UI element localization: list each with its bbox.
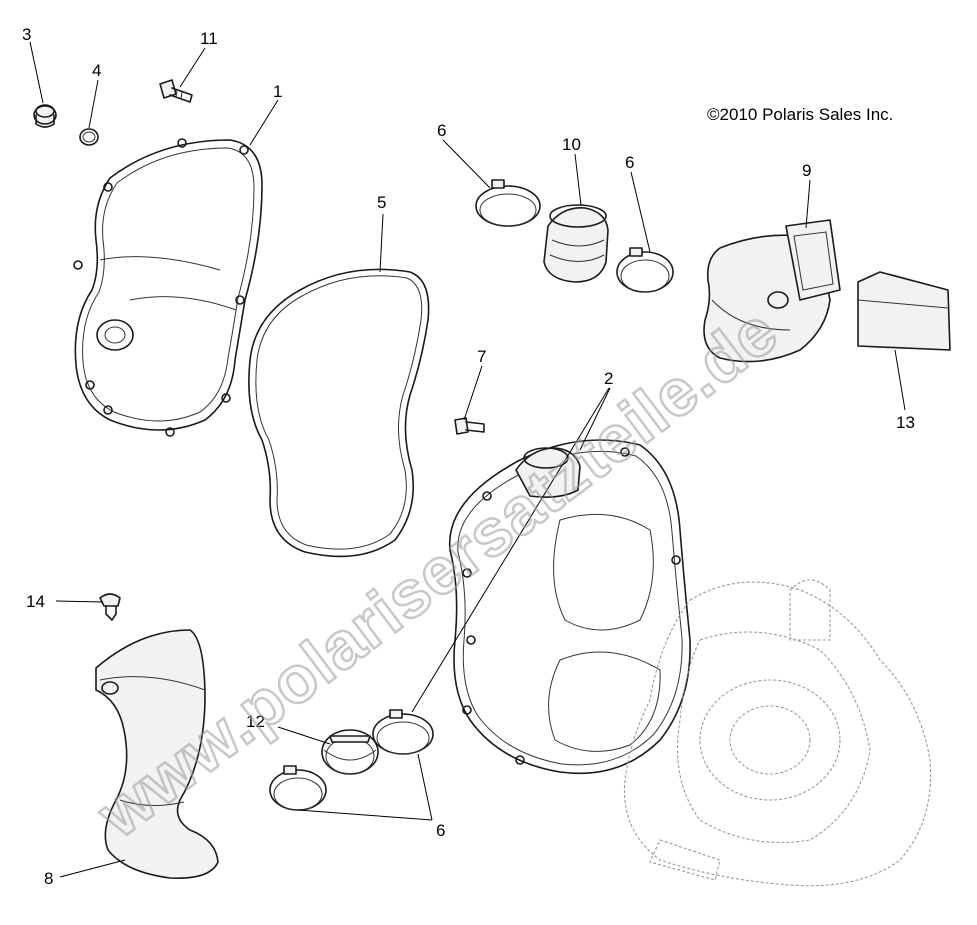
part-9-elbow-duct: [703, 219, 841, 363]
callout-5: 5: [377, 193, 386, 212]
part-2-inner-clutch-cover: [448, 439, 691, 775]
part-11-bolt: [159, 79, 193, 103]
callout-4: 4: [92, 61, 101, 80]
part-6-clamp-top-left: [475, 179, 541, 227]
part-7-bolt: [454, 417, 485, 435]
part-6-clamp-top-right: [616, 247, 674, 293]
callout-12: 12: [246, 712, 265, 731]
callout-8: 8: [44, 869, 53, 888]
callout-2: 2: [604, 369, 613, 388]
leader-lines: [29, 41, 906, 878]
callout-7: 7: [477, 347, 486, 366]
callout-3: 3: [22, 25, 31, 44]
copyright-notice: ©2010 Polaris Sales Inc.: [707, 105, 893, 124]
callout-14: 14: [26, 592, 45, 611]
watermark-text: www.polarisersatzteile.de: [83, 293, 791, 852]
part-14-push-rivet: [99, 593, 121, 621]
part-10-duct-sleeve: [543, 204, 609, 283]
part-12-clamp-band: [321, 729, 379, 775]
callout-13: 13: [896, 413, 915, 432]
callout-11: 11: [200, 29, 218, 48]
part-5-gasket: [248, 268, 430, 558]
callout-1: 1: [273, 82, 282, 101]
callout-10: 10: [562, 135, 581, 154]
part-1-clutch-cover: [73, 138, 263, 437]
part-6-clamp-bottom-left: [269, 765, 327, 811]
callout-6-top-right: 6: [625, 153, 634, 172]
callout-labels: 3 4 11 1 5 6 10 6 9 7 2 13 14 12 6 8: [22, 25, 915, 888]
engine-assembly-reference: [623, 579, 932, 887]
part-4-oring: [79, 128, 99, 146]
callout-6-top-left: 6: [437, 121, 446, 140]
callout-6-bottom: 6: [436, 821, 445, 840]
part-13-intake-cover: [857, 271, 951, 351]
part-3-plug: [33, 104, 57, 128]
callout-9: 9: [802, 161, 811, 180]
part-6-clamp-bottom-right: [372, 709, 434, 755]
part-8-lower-duct: [95, 629, 219, 879]
